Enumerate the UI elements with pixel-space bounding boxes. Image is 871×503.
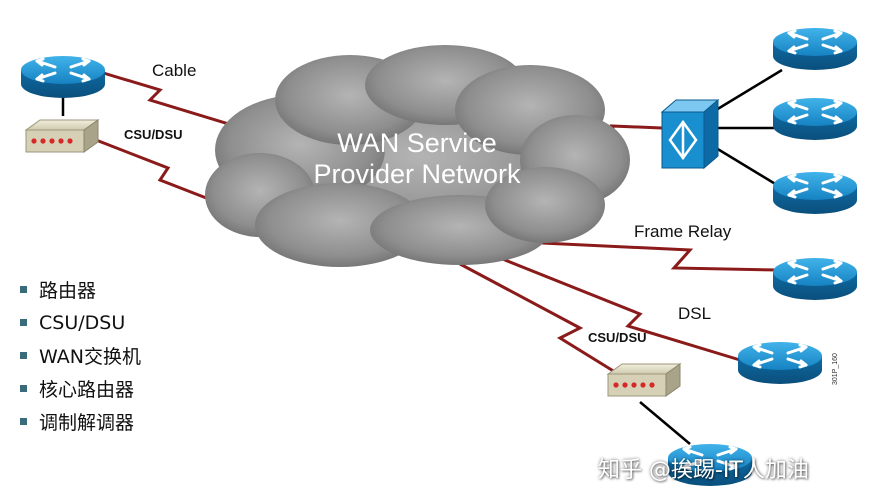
router-top-left [19,54,107,100]
frame-relay-label: Frame Relay [634,222,732,241]
csu-dsu-bottom-label: CSU/DSU [588,330,647,345]
legend-item-label: CSU/DSU [39,311,126,334]
legend-item: 路由器 [20,273,141,306]
cable-link [99,70,256,134]
watermark: 知乎 @挨踢-IT人加油 [598,458,809,483]
wan-cloud [205,45,630,267]
cloud-title-line1: WAN Service [337,128,497,158]
router-right-1 [771,26,859,72]
cable-label: Cable [152,61,197,80]
bullet-icon [20,319,27,326]
legend-item-label: 核心路由器 [39,379,135,401]
switch-to-router-3-link [715,146,783,190]
router-right-2 [771,96,859,142]
wan-switch-icon [660,98,720,170]
bullet-icon [20,286,27,293]
legend-list: 路由器 CSU/DSU WAN交换机 核心路由器 调制解调器 [20,273,141,438]
cloud-title-line2: Provider Network [313,159,521,189]
switch-to-router-1-link [715,68,783,112]
bullet-icon [20,352,27,359]
dsl-link [484,250,741,362]
legend-item: 调制解调器 [20,405,141,438]
csu-dsu-top-label: CSU/DSU [124,127,183,142]
legend-item-label: 调制解调器 [39,412,135,434]
router-dsl [736,340,824,386]
csu-dsu-device-top [25,119,99,153]
bullet-icon [20,418,27,425]
legend-item-label: 路由器 [39,280,97,302]
figure-code: 301P_160 [832,353,839,385]
dsl-label: DSL [678,304,712,323]
legend-item: CSU/DSU [20,306,141,339]
router-frame-relay [771,256,859,302]
csu-to-modem-router-link [639,401,691,445]
local-links [61,68,783,445]
router-right-3 [771,170,859,216]
cloud-title: WAN Service Provider Network [262,128,572,190]
csu-dsu-bottom-link [459,262,616,374]
legend-item: WAN交换机 [20,339,141,372]
csu-dsu-device-bottom [607,363,681,397]
legend-item-label: WAN交换机 [39,346,141,368]
legend-item: 核心路由器 [20,372,141,405]
bullet-icon [20,385,27,392]
frame-relay-link [477,238,779,272]
